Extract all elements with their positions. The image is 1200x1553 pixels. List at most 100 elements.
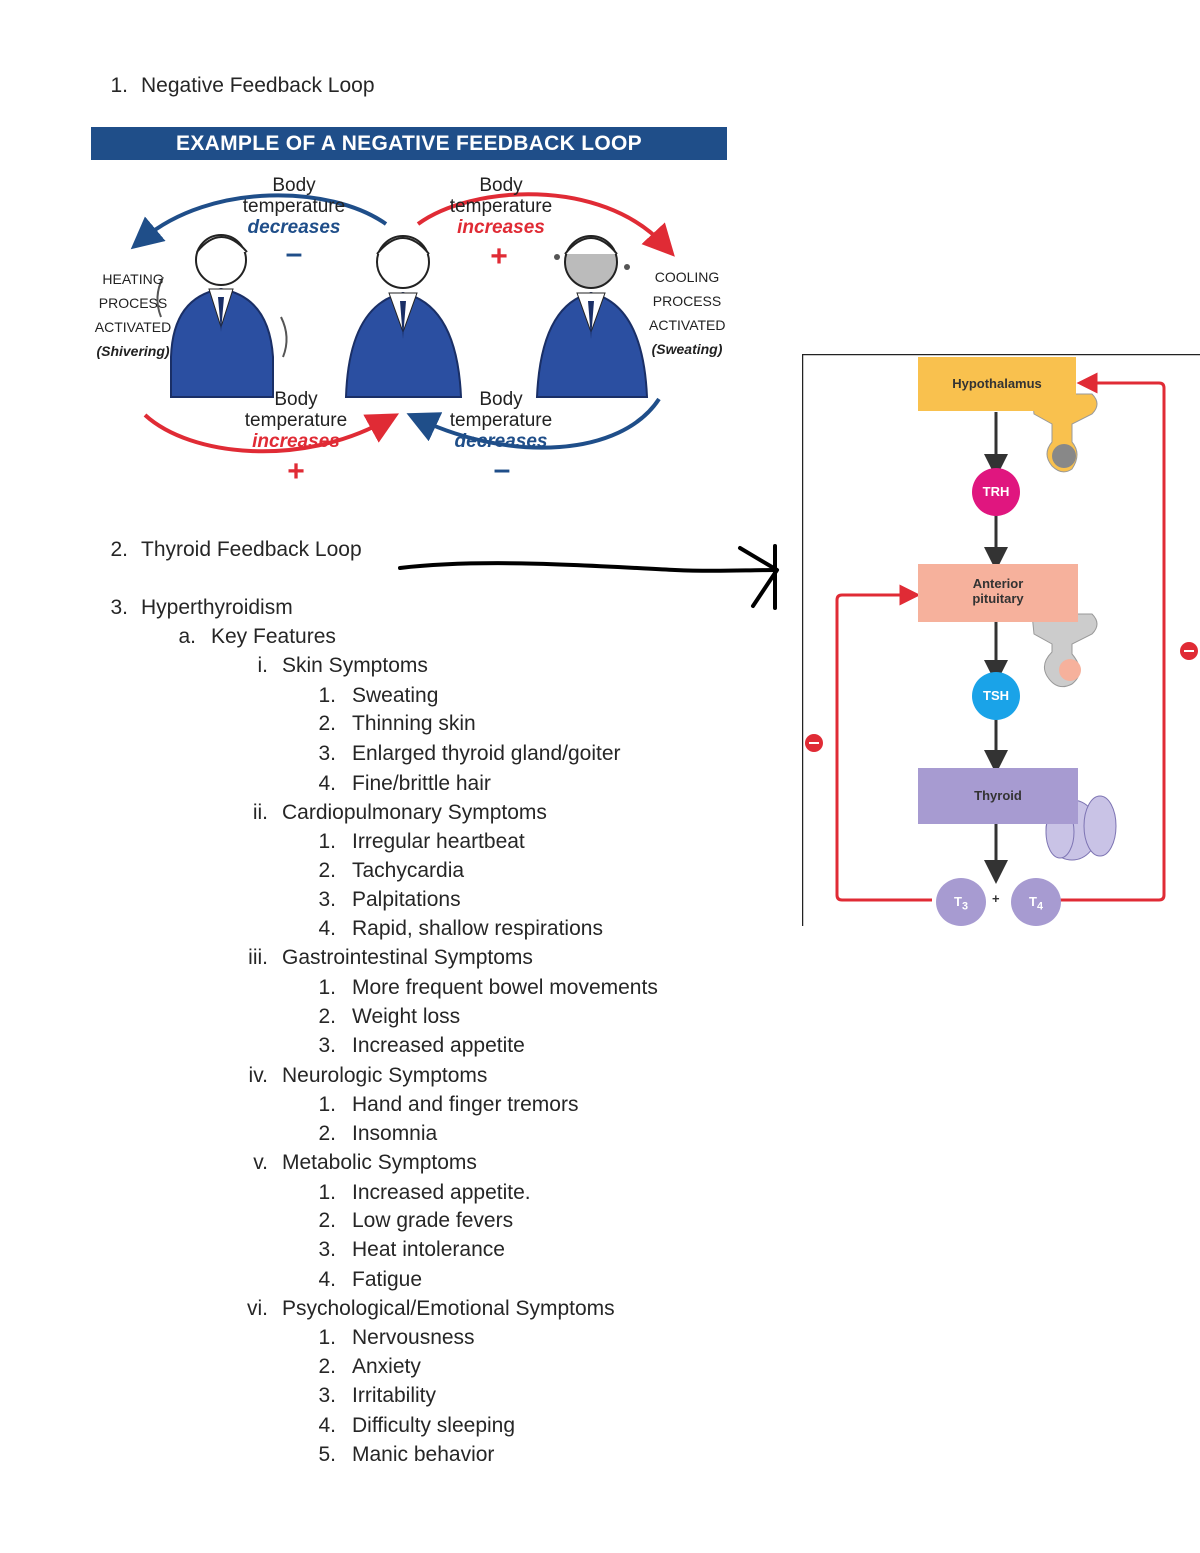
item-number: 5. (318, 1443, 336, 1466)
t4-subscript: 4 (1036, 900, 1043, 913)
arrow-top-left (130, 193, 388, 250)
label-increases: increases (252, 431, 340, 452)
item-number: 4. (318, 1268, 336, 1291)
group-marker: vi. (247, 1297, 268, 1320)
person-sweating-illustration (535, 235, 649, 398)
heating-line: (Shivering) (96, 343, 170, 359)
inhibition-minus-icon-right (1180, 642, 1198, 660)
item-number: 3. (318, 1384, 336, 1407)
t3-circle: T3 (936, 878, 986, 926)
figure-banner: EXAMPLE OF A NEGATIVE FEEDBACK LOOP (91, 127, 727, 160)
group-gastrointestinal-label: Gastrointestinal Symptoms (282, 946, 533, 969)
item-number: 4. (318, 917, 336, 940)
item-number: 4. (318, 1414, 336, 1437)
cooling-line: COOLING (654, 269, 720, 285)
group-cardiopulmonary-label: Cardiopulmonary Symptoms (282, 801, 547, 824)
list-item: Tachycardia (352, 859, 465, 882)
person-neutral-illustration (344, 235, 463, 398)
thyroid-box: Thyroid (918, 768, 1078, 824)
group-metabolic-label: Metabolic Symptoms (282, 1151, 477, 1174)
list-item: Anxiety (352, 1355, 421, 1378)
list-item: Increased appetite. (352, 1181, 531, 1204)
hypothalamus-box: Hypothalamus (918, 357, 1076, 411)
list-item: Hand and finger tremors (352, 1093, 579, 1116)
cooling-line: PROCESS (652, 293, 722, 309)
item-number: 2. (318, 1005, 336, 1028)
trh-circle: TRH (972, 468, 1020, 516)
list-item: More frequent bowel movements (352, 976, 658, 999)
label-bottom-right: Body temperature decreases (446, 389, 556, 452)
item-number: 1. (318, 1181, 336, 1204)
thyroid-feedback-diagram: Hypothalamus TRH Anterior pituitary TSH … (802, 354, 1200, 926)
heating-line: ACTIVATED (94, 319, 172, 335)
list-item: Weight loss (352, 1005, 461, 1028)
list-item: Palpitations (352, 888, 461, 911)
cooling-line: ACTIVATED (649, 317, 726, 333)
label-body: Body (272, 175, 316, 196)
group-psychological-label: Psychological/Emotional Symptoms (282, 1297, 615, 1320)
arrow-bottom-left (143, 413, 400, 454)
heating-line: HEATING (102, 271, 164, 287)
label-temperature: temperature (449, 196, 553, 217)
item-number: 1. (318, 1093, 336, 1116)
item-number: 3. (318, 1034, 336, 1057)
list-item: Irregular heartbeat (352, 830, 525, 853)
list-item: Sweating (352, 684, 439, 707)
list-item: Low grade fevers (352, 1209, 514, 1232)
list-item: Thinning skin (352, 712, 476, 735)
cooling-process-label: COOLING PROCESS ACTIVATED (Sweating) (649, 265, 726, 361)
anterior-pituitary-line: Anterior (972, 576, 1024, 591)
key-features-label: Key Features (211, 625, 336, 648)
heating-process-label: HEATING PROCESS ACTIVATED (Shivering) (93, 267, 173, 363)
list-item: Rapid, shallow respirations (352, 917, 603, 940)
item-number: 4. (318, 772, 336, 795)
t4-circle: T4 (1011, 878, 1061, 926)
arrow-top-right (416, 192, 675, 257)
item-number: 2. (318, 1122, 336, 1145)
label-temperature: temperature (242, 196, 346, 217)
item-number: 3. (318, 1238, 336, 1261)
label-top-right: Body temperature increases (446, 175, 556, 238)
item-number: 2. (318, 1209, 336, 1232)
list-item: Fine/brittle hair (352, 772, 491, 795)
t3-t4-plus: + (992, 891, 1000, 906)
item-number: 1. (318, 830, 336, 853)
anterior-pituitary-box: Anterior pituitary (918, 564, 1078, 622)
label-increases: increases (457, 217, 545, 238)
section-1-number: 1. (110, 74, 128, 97)
list-item: Fatigue (352, 1268, 423, 1291)
list-item: Insomnia (352, 1122, 438, 1145)
key-features-marker: a. (178, 625, 196, 648)
item-number: 2. (318, 1355, 336, 1378)
hand-drawn-arrow (398, 544, 779, 610)
list-item: Irritability (352, 1384, 437, 1407)
person-shivering-illustration (156, 234, 288, 398)
label-temperature: temperature (244, 410, 348, 431)
anterior-pituitary-line: pituitary (972, 591, 1024, 606)
item-number: 2. (318, 859, 336, 882)
label-bottom-left: Body temperature increases (241, 389, 351, 452)
t3-subscript: 3 (961, 900, 968, 913)
t4-label: T (1029, 894, 1037, 909)
item-number: 1. (318, 976, 336, 999)
group-marker: v. (253, 1151, 268, 1174)
label-decreases: decreases (454, 431, 548, 452)
label-body: Body (479, 389, 523, 410)
feedback-arrows (130, 192, 675, 454)
list-item: Enlarged thyroid gland/goiter (352, 742, 621, 765)
group-skin-label: Skin Symptoms (282, 654, 428, 677)
cooling-line: (Sweating) (651, 341, 723, 357)
list-item: Nervousness (352, 1326, 475, 1349)
list-item: Difficulty sleeping (352, 1414, 516, 1437)
label-body: Body (274, 389, 318, 410)
item-number: 2. (318, 712, 336, 735)
label-body: Body (479, 175, 523, 196)
label-temperature: temperature (449, 410, 553, 431)
list-item: Increased appetite (352, 1034, 525, 1057)
tsh-circle: TSH (972, 672, 1020, 720)
list-item: Heat intolerance (352, 1238, 505, 1261)
minus-sign: – (285, 237, 303, 270)
section-2-number: 2. (110, 538, 128, 561)
item-number: 1. (318, 684, 336, 707)
label-decreases: decreases (247, 217, 341, 238)
